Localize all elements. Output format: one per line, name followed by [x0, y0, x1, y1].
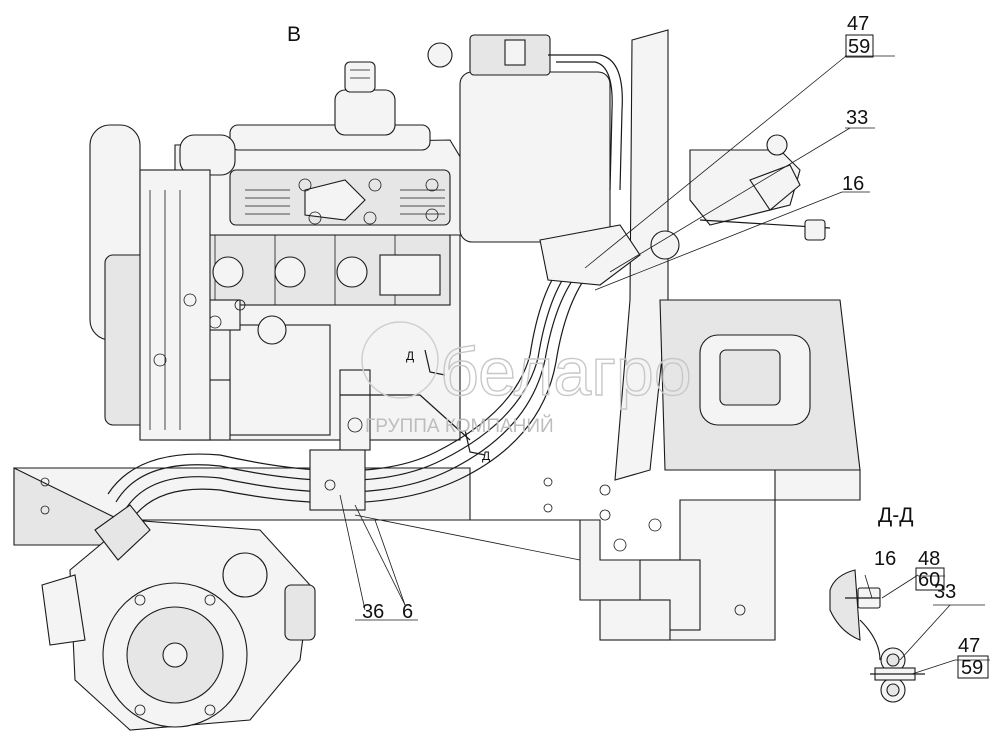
callout-60-section-box [915, 567, 945, 591]
labels: В Д-Д Д Д 47 59 33 16 36 6 16 48 60 33 4… [287, 13, 989, 679]
callout-33-top: 33 [846, 107, 868, 129]
hydraulic-pump [41, 504, 316, 731]
callout-59-section: 59 [961, 657, 983, 679]
section-label: Д-Д [878, 504, 913, 527]
hydraulic-hoses [107, 224, 641, 519]
view-label: В [287, 23, 301, 46]
callout-6: 6 [402, 601, 413, 623]
callout-47-section: 47 [958, 635, 980, 657]
watermark-brand: белагро [440, 334, 692, 410]
callout-59-section-box [957, 655, 989, 679]
section-detail [829, 569, 925, 703]
callout-36: 36 [362, 601, 384, 623]
section-mark-upper: Д [406, 349, 414, 363]
callout-59-top-box [845, 34, 874, 58]
callout-16-section: 16 [874, 548, 896, 570]
callout-59-top: 59 [848, 36, 870, 58]
section-mark-lower: Д [482, 449, 490, 463]
callout-33-section: 33 [934, 581, 956, 603]
cylinder-head [174, 61, 466, 236]
callout-60-section: 60 [918, 569, 940, 591]
watermark-subtitle: ГРУППА КОМПАНИЙ [365, 415, 554, 437]
leader-lines [339, 55, 990, 675]
pedal-linkage [650, 134, 831, 260]
callout-16-top: 16 [842, 173, 864, 195]
chassis-frame [13, 467, 861, 641]
callout-48-section: 48 [918, 548, 940, 570]
oil-reservoir [427, 34, 623, 243]
fan-pulley [89, 124, 211, 441]
cab-panel [614, 29, 861, 481]
callout-47-top: 47 [847, 13, 869, 35]
watermark: белагро ГРУППА КОМПАНИЙ [361, 321, 692, 437]
